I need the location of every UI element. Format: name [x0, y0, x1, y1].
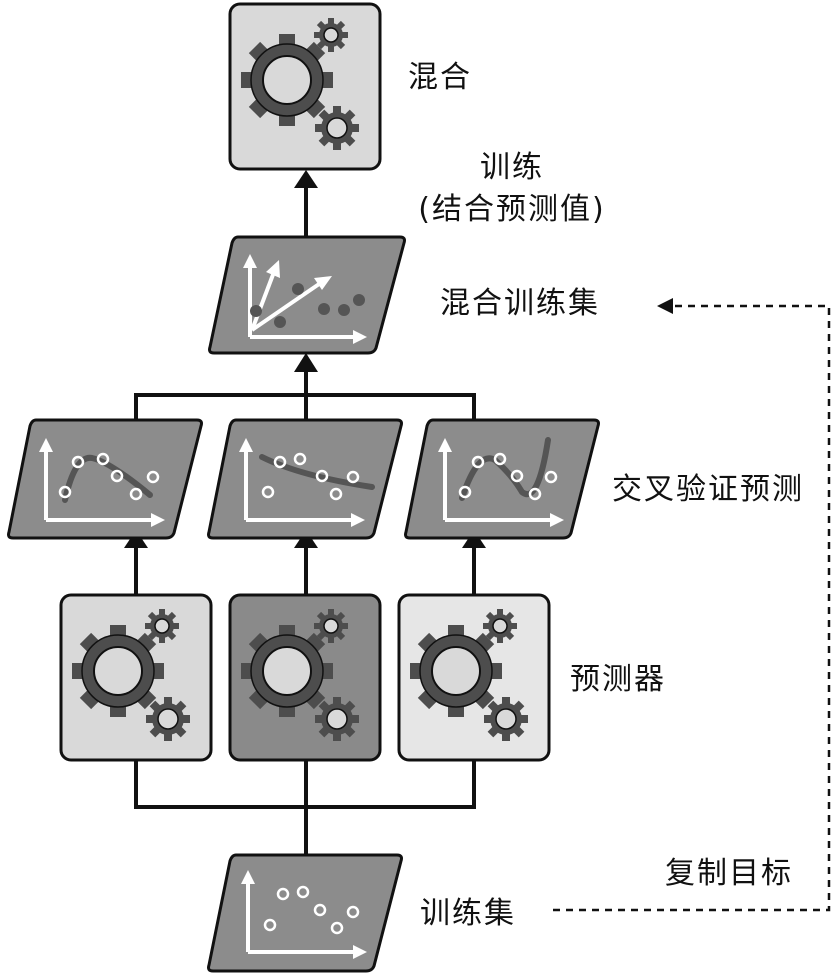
curve-plot-icon — [438, 437, 564, 527]
predictors-label: 预测器 — [570, 662, 666, 697]
gear-icon — [71, 624, 165, 718]
copy-targets-connector — [553, 304, 831, 912]
gear-icon — [409, 624, 503, 718]
train-label: 训练 — [480, 150, 544, 185]
arrow-icon — [294, 170, 318, 188]
cv-predictions-label: 交叉验证预测 — [612, 472, 804, 507]
dashed-line — [553, 304, 831, 912]
curve-plot-icon — [39, 438, 165, 527]
scatter-plot-icon — [243, 254, 367, 344]
blend-set-label: 混合训练集 — [440, 286, 600, 321]
gear-icon — [314, 105, 360, 151]
curve-plot-icon — [239, 438, 375, 527]
gear-icon — [313, 17, 349, 53]
training-set — [207, 853, 403, 973]
gear-icon — [144, 608, 180, 644]
connectors — [134, 188, 476, 855]
scatter-plot-icon — [241, 870, 367, 959]
predictor-box-2 — [228, 593, 382, 762]
arrow-icon — [657, 298, 673, 314]
gear-icon — [145, 696, 191, 742]
predictor-box-3 — [397, 593, 551, 762]
cv-prediction-3 — [404, 418, 600, 540]
copy-targets-label: 复制目标 — [665, 856, 793, 891]
blend-training-set — [208, 235, 406, 355]
gear-icon — [314, 696, 360, 742]
gear-icon — [240, 33, 334, 127]
gear-icon — [240, 624, 334, 718]
cv-prediction-1 — [7, 418, 203, 540]
gear-icon — [313, 608, 349, 644]
training-set-label: 训练集 — [420, 896, 516, 931]
train-combine-label: (结合预测值) — [418, 192, 606, 227]
blender-box — [228, 2, 382, 171]
blender-label: 混合 — [408, 60, 472, 95]
gear-icon — [483, 696, 529, 742]
gear-icon — [482, 608, 518, 644]
arrow-icon — [294, 353, 318, 372]
cv-prediction-2 — [207, 418, 403, 540]
predictor-box-1 — [59, 593, 213, 762]
